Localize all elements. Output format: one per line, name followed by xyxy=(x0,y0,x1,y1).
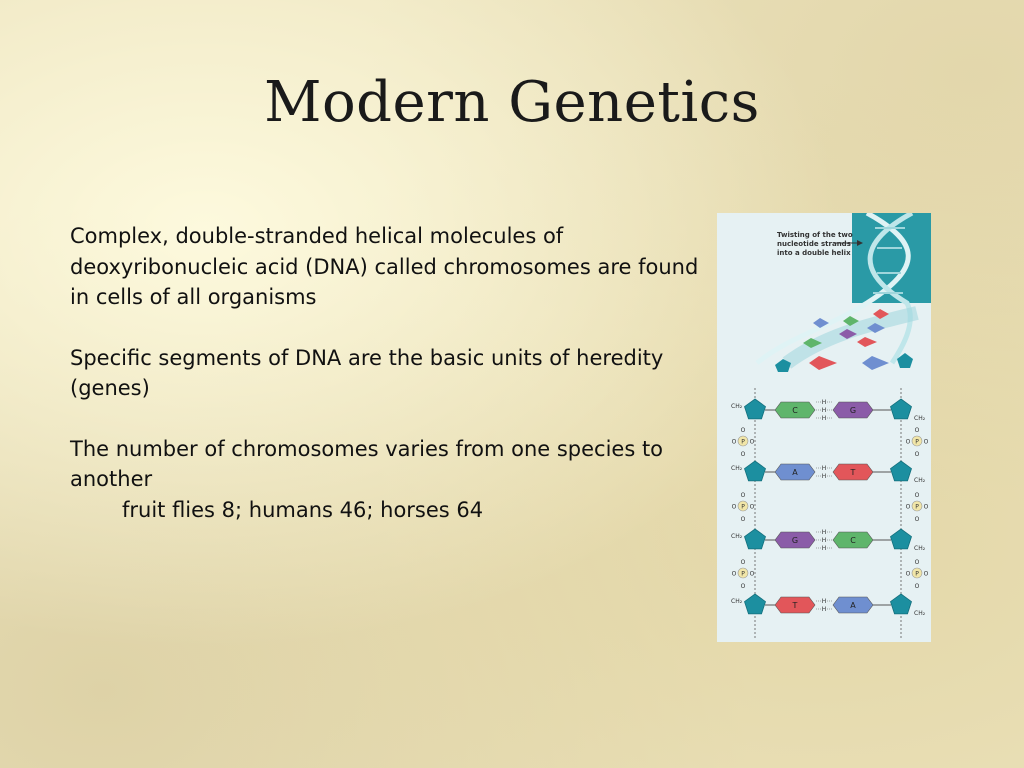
base-left-3 xyxy=(774,596,816,614)
oxygen-label-left-1-c: O xyxy=(741,492,746,499)
base-label-right-3: A xyxy=(850,601,856,610)
hydrogen-label-2-2: H xyxy=(822,545,827,552)
paragraph-chromosome-count-text: The number of chromosomes varies from on… xyxy=(70,436,664,492)
oxygen-label-right-2-c: O xyxy=(915,559,920,566)
oxygen-label-right-1-a: O xyxy=(906,504,911,511)
paragraph-chromosomes-text: Complex, double-stranded helical molecul… xyxy=(70,224,699,309)
sugar-label-right-3: CH₂ xyxy=(914,610,926,617)
oxygen-label-right-0-b: O xyxy=(924,439,929,446)
phosphate-label-right-1: P xyxy=(915,504,919,511)
sugar-label-right-0: CH₂ xyxy=(914,415,926,422)
paragraph-genes: Specific segments of DNA are the basic u… xyxy=(70,343,720,404)
sugar-right-2 xyxy=(890,528,912,550)
helix-strand-1 xyxy=(755,213,911,365)
hydrogen-label-0-1: H xyxy=(822,407,827,414)
sugar-label-right-1: CH₂ xyxy=(914,477,926,484)
base-label-left-2: G xyxy=(792,536,798,545)
oxygen-label-left-0-d: O xyxy=(741,451,746,458)
sugar-label-left-1: CH₂ xyxy=(731,465,743,472)
phosphate-label-left-2: P xyxy=(741,571,745,578)
oxygen-label-left-0-b: O xyxy=(750,439,755,446)
chromosome-count-examples: fruit flies 8; humans 46; horses 64 xyxy=(122,497,484,522)
sugar-right-1 xyxy=(890,460,912,482)
figure-caption-line-3: into a double helix xyxy=(777,249,851,257)
oxygen-label-right-1-c: O xyxy=(915,492,920,499)
transition-bases xyxy=(775,306,919,372)
base-right-0 xyxy=(832,401,874,419)
oxygen-label-right-1-d: O xyxy=(915,516,920,523)
dna-diagram: Twisting of the two nucleotide strands i… xyxy=(731,213,931,638)
base-right-2 xyxy=(832,531,874,549)
oxygen-label-right-2-b: O xyxy=(924,571,929,578)
sugar-label-left-2: CH₂ xyxy=(731,533,743,540)
hydrogen-label-3-0: H xyxy=(822,598,827,605)
hydrogen-label-2-0: H xyxy=(822,529,827,536)
sugar-left-2 xyxy=(744,528,766,550)
base-label-left-1: A xyxy=(792,468,798,477)
oxygen-label-right-0-a: O xyxy=(906,439,911,446)
base-label-right-1: T xyxy=(850,468,856,477)
hydrogen-label-3-1: H xyxy=(822,606,827,613)
oxygen-label-left-0-c: O xyxy=(741,427,746,434)
body-text: Complex, double-stranded helical molecul… xyxy=(70,221,720,525)
caption-arrow-head xyxy=(857,240,863,246)
oxygen-label-right-2-a: O xyxy=(906,571,911,578)
oxygen-label-left-1-a: O xyxy=(732,504,737,511)
sugar-label-left-0: CH₂ xyxy=(731,403,743,410)
oxygen-label-left-2-d: O xyxy=(741,583,746,590)
phosphate-label-right-0: P xyxy=(915,439,919,446)
phosphate-right-2 xyxy=(911,567,923,579)
sugar-left-3 xyxy=(744,593,766,615)
base-label-left-3: T xyxy=(792,601,798,610)
hydrogen-label-2-1: H xyxy=(822,537,827,544)
phosphate-right-0 xyxy=(911,435,923,447)
oxygen-label-left-0-a: O xyxy=(732,439,737,446)
paragraph-genes-text: Specific segments of DNA are the basic u… xyxy=(70,345,664,401)
phosphate-left-0 xyxy=(737,435,749,447)
hydrogen-label-1-0: H xyxy=(822,465,827,472)
hydrogen-label-1-1: H xyxy=(822,473,827,480)
oxygen-label-left-2-b: O xyxy=(750,571,755,578)
sugar-left-1 xyxy=(744,460,766,482)
phosphate-label-left-1: P xyxy=(741,504,745,511)
base-label-right-2: C xyxy=(850,536,856,545)
oxygen-label-left-2-a: O xyxy=(732,571,737,578)
paragraph-chromosome-count: The number of chromosomes varies from on… xyxy=(70,434,720,526)
dna-structure-figure: Twisting of the two nucleotide strands i… xyxy=(717,213,931,642)
oxygen-label-right-0-d: O xyxy=(915,451,920,458)
figure-caption-line-2: nucleotide strands xyxy=(777,240,851,248)
oxygen-label-right-2-d: O xyxy=(915,583,920,590)
oxygen-label-right-0-c: O xyxy=(915,427,920,434)
paragraph-chromosomes: Complex, double-stranded helical molecul… xyxy=(70,221,720,313)
oxygen-label-left-2-c: O xyxy=(741,559,746,566)
figure-caption-line-1: Twisting of the two xyxy=(777,231,853,239)
base-right-3 xyxy=(832,596,874,614)
phosphate-left-1 xyxy=(737,500,749,512)
base-label-right-0: G xyxy=(850,406,856,415)
hydrogen-label-0-0: H xyxy=(822,399,827,406)
helix-strand-2 xyxy=(867,213,914,365)
phosphate-label-left-0: P xyxy=(741,439,745,446)
hydrogen-label-0-2: H xyxy=(822,415,827,422)
helix-rungs xyxy=(873,227,905,294)
oxygen-label-right-1-b: O xyxy=(924,504,929,511)
phosphate-right-1 xyxy=(911,500,923,512)
oxygen-label-left-1-b: O xyxy=(750,504,755,511)
sugar-right-0 xyxy=(890,398,912,420)
oxygen-label-left-1-d: O xyxy=(741,516,746,523)
base-label-left-0: C xyxy=(792,406,798,415)
slide-title: Modern Genetics xyxy=(264,70,760,135)
sugar-label-left-3: CH₂ xyxy=(731,598,743,605)
base-left-2 xyxy=(774,531,816,549)
sugar-right-3 xyxy=(890,593,912,615)
phosphate-label-right-2: P xyxy=(915,571,919,578)
sugar-label-right-2: CH₂ xyxy=(914,545,926,552)
phosphate-left-2 xyxy=(737,567,749,579)
sugar-left-0 xyxy=(744,398,766,420)
base-left-1 xyxy=(774,463,816,481)
base-left-0 xyxy=(774,401,816,419)
base-right-1 xyxy=(832,463,874,481)
